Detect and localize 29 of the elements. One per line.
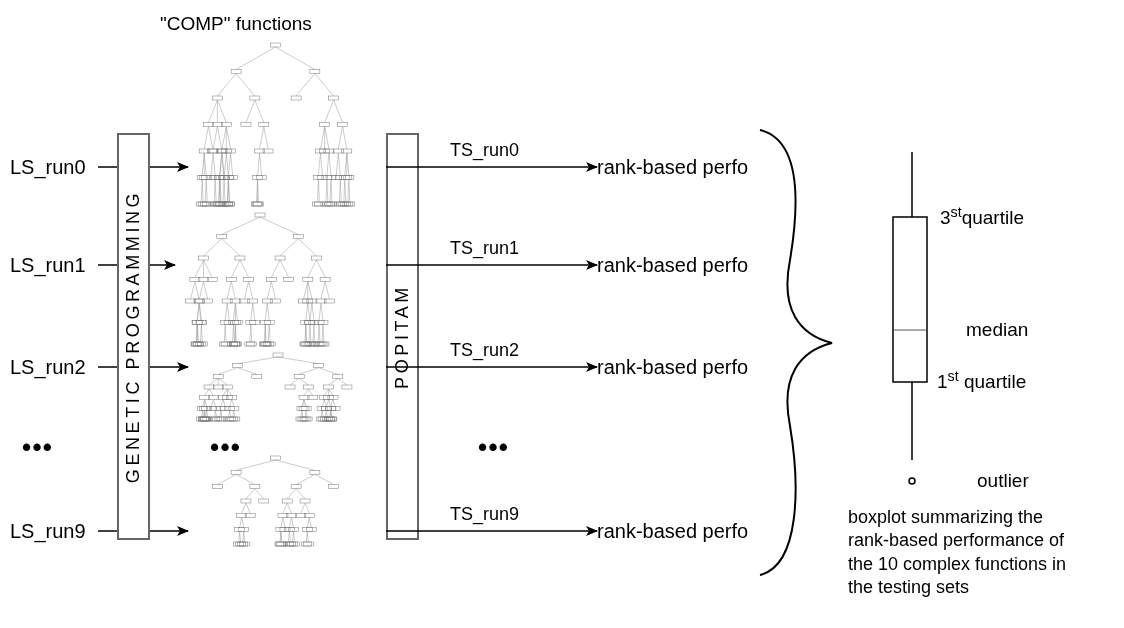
run-label: rank-based perfo: [597, 152, 767, 182]
diagram-title: "COMP" functions: [160, 12, 312, 36]
arrow: [149, 260, 176, 270]
arrow: [385, 362, 598, 372]
process-bar: [117, 133, 150, 540]
bar-label: POPITAM: [391, 284, 413, 389]
run-label: rank-based perfo: [597, 250, 767, 280]
arrow: [385, 162, 598, 172]
ellipsis: •••: [22, 431, 54, 464]
run-label: LS_run9: [10, 516, 98, 546]
arrow: [149, 362, 189, 372]
quartile-label: 3$^{st}$quartile: [940, 204, 1024, 230]
outlier-label: outlier: [977, 469, 1029, 493]
ellipsis: •••: [478, 431, 510, 464]
run-label: LS_run2: [10, 352, 98, 382]
boxplot-caption: boxplot summarizing the rank-based performance of the 10 complex functions in the testing sets: [848, 506, 1068, 600]
run-label: rank-based perfo: [597, 516, 767, 546]
run-label: rank-based perfo: [597, 352, 767, 382]
run-label: LS_run0: [10, 152, 98, 182]
bar-label: GENETIC PROGRAMMING: [122, 189, 144, 484]
ellipsis: •••: [210, 431, 242, 464]
quartile-label: 1$^{st}$ quartile: [937, 368, 1027, 394]
run-label: LS_run1: [10, 250, 98, 280]
arrow: [149, 526, 189, 536]
median-label: median: [966, 318, 1029, 342]
process-bar: [386, 133, 419, 540]
arrow: [149, 162, 189, 172]
arrow: [385, 260, 598, 270]
arrow: [385, 526, 598, 536]
